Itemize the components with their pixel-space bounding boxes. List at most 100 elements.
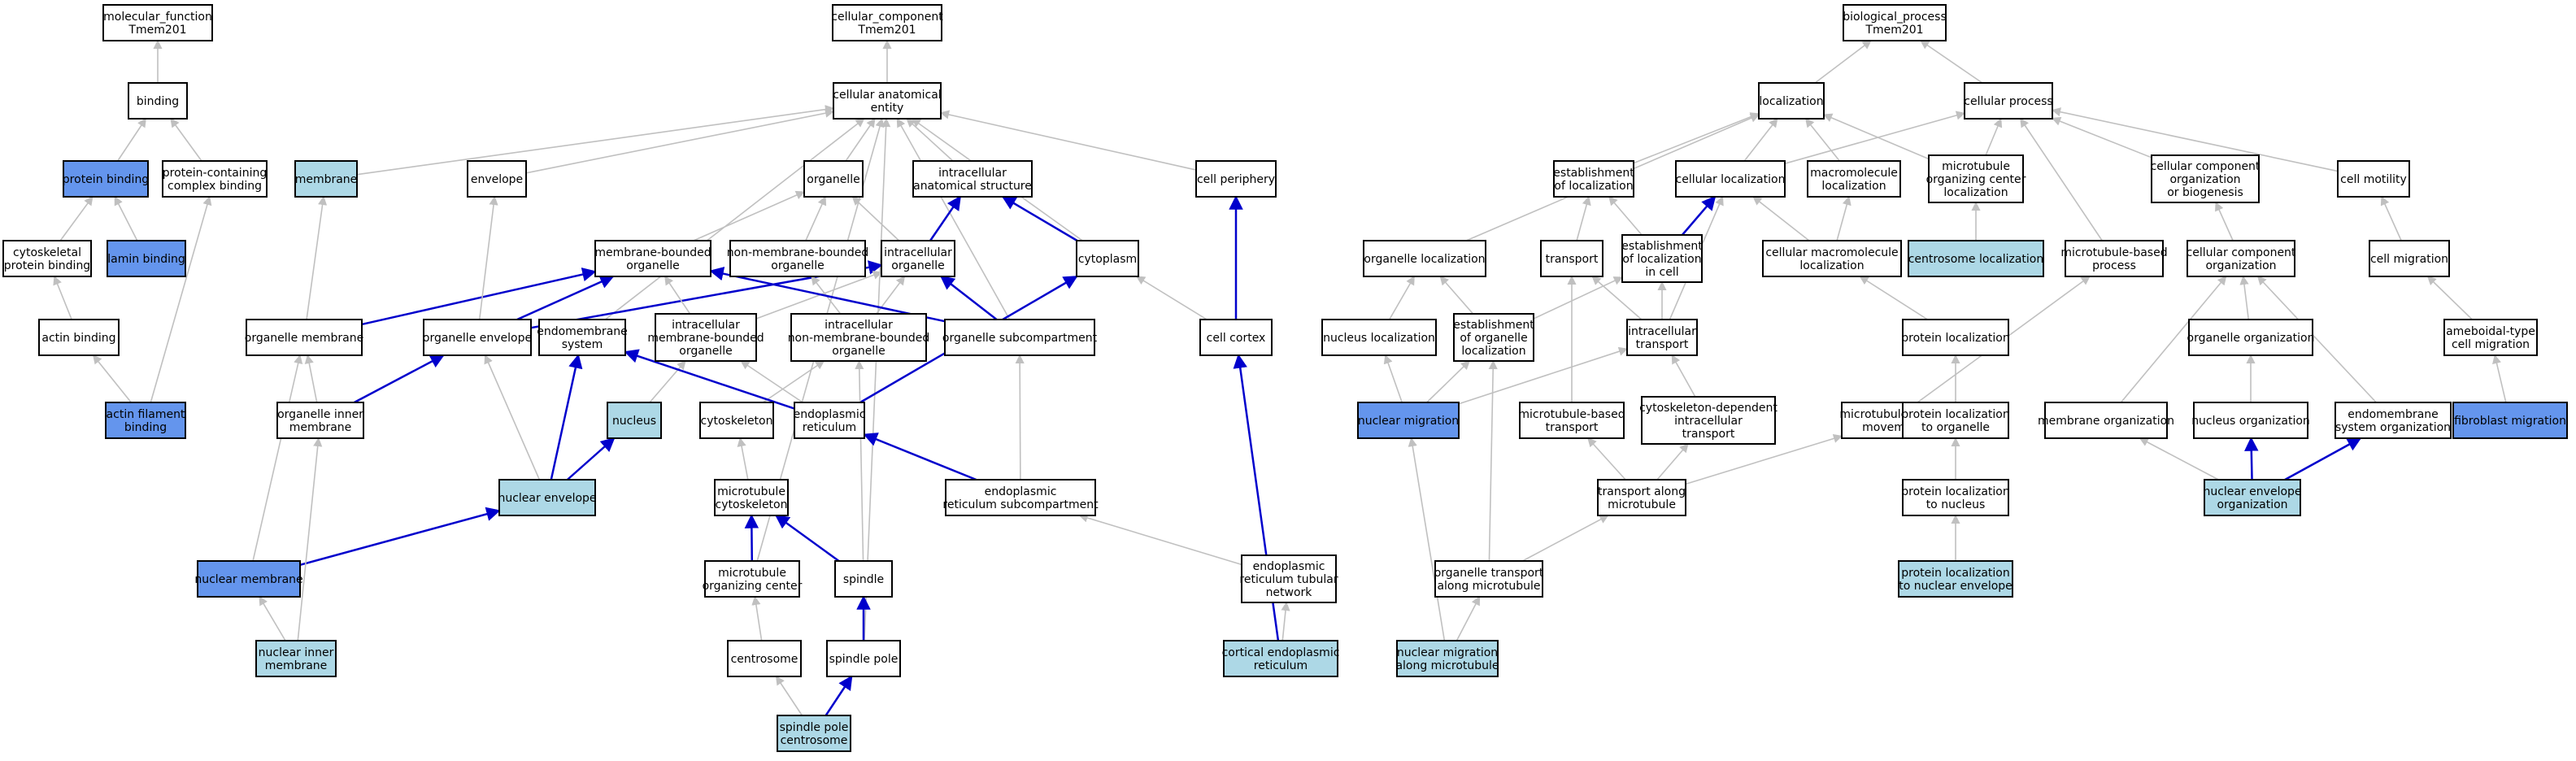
- node-nucleus-organization[interactable]: nucleus organization: [2191, 402, 2310, 439]
- node-label: ameboidal-type: [2446, 325, 2535, 338]
- node-organelle[interactable]: organelle: [803, 160, 864, 198]
- node-organelle-organization[interactable]: organelle organization: [2187, 319, 2315, 356]
- edge-organelle_envelope-to-membrane_bounded_organelle: [516, 275, 615, 321]
- node-nucleus-localization[interactable]: nucleus localization: [1321, 319, 1437, 356]
- node-label: membrane: [289, 421, 352, 434]
- node-intracellular-non-membrane-bounded-organelle[interactable]: intracellularnon-membrane-boundedorganel…: [788, 313, 930, 362]
- node-spindle-pole[interactable]: spindle pole: [826, 640, 901, 677]
- node-cytoplasm[interactable]: cytoplasm: [1076, 240, 1139, 277]
- node-box: [1199, 319, 1273, 356]
- node-label: protein localization: [1901, 332, 2009, 345]
- edge-protein_binding-to-binding: [117, 118, 146, 162]
- node-label: cytoskeleton-dependent: [1639, 402, 1778, 415]
- node-spindle[interactable]: spindle: [834, 560, 893, 598]
- node-cell-periphery[interactable]: cell periphery: [1195, 160, 1277, 198]
- node-label: spindle pole: [780, 721, 849, 734]
- node-centrosome-localization[interactable]: centrosome localization: [1908, 240, 2044, 277]
- node-cell-motility[interactable]: cell motility: [2337, 160, 2410, 198]
- node-binding[interactable]: binding: [128, 82, 188, 120]
- node-fibroblast-migration[interactable]: fibroblast migration: [2452, 402, 2568, 439]
- edge-establishment_of_localization-to-localization: [1633, 112, 1760, 164]
- node-nuclear-envelope[interactable]: nuclear envelope: [498, 479, 597, 516]
- node-nucleus[interactable]: nucleus: [607, 402, 662, 439]
- node-cell-cortex[interactable]: cell cortex: [1199, 319, 1273, 356]
- node-cell-migration[interactable]: cell migration: [2369, 240, 2450, 277]
- edge-transport_along_microtubule-to-microtubule_based_movement: [1685, 433, 1843, 485]
- node-label: microtubule: [718, 567, 786, 580]
- node-box: [246, 319, 363, 356]
- node-label: protein binding: [63, 173, 149, 186]
- node-membrane[interactable]: membrane: [294, 160, 358, 198]
- node-protein-binding[interactable]: protein binding: [63, 160, 149, 198]
- node-organelle-subcompartment[interactable]: organelle subcompartment: [942, 319, 1098, 356]
- node-nuclear-migration[interactable]: nuclear migration: [1357, 402, 1460, 439]
- node-box: [1762, 240, 1902, 277]
- edge-ameboidal_type_cell_migration-to-cell_migration: [2426, 276, 2473, 320]
- node-centrosome[interactable]: centrosome: [727, 640, 802, 677]
- node-transport[interactable]: transport: [1540, 240, 1603, 277]
- node-box: [162, 160, 268, 198]
- node-envelope[interactable]: envelope: [467, 160, 527, 198]
- node-label: organelle organization: [2187, 332, 2315, 345]
- node-actin-binding[interactable]: actin binding: [38, 319, 120, 356]
- node-membrane-organization[interactable]: membrane organization: [2038, 402, 2174, 439]
- node-lamin-binding[interactable]: lamin binding: [107, 240, 186, 277]
- edge-mtoc_localization-to-localization: [1822, 113, 1930, 160]
- node-cellular-localization[interactable]: cellular localization: [1675, 160, 1786, 198]
- node-box: [1453, 313, 1534, 362]
- node-localization[interactable]: localization: [1758, 82, 1825, 120]
- node-protein-localization[interactable]: protein localization: [1901, 319, 2010, 356]
- node-cytoskeleton[interactable]: cytoskeleton: [699, 402, 774, 439]
- edge-spindle_pole_centrosome-to-spindle_pole: [825, 675, 853, 716]
- node-organelle-envelope[interactable]: organelle envelope: [423, 319, 532, 356]
- node-cellular-process[interactable]: cellular process: [1964, 82, 2053, 120]
- node-label: reticulum: [1254, 659, 1308, 672]
- node-nuclear-membrane[interactable]: nuclear membrane: [194, 560, 303, 598]
- node-cytoskeleton-dependent-intracellular-transport[interactable]: cytoskeleton-dependentintracellulartrans…: [1639, 396, 1778, 445]
- node-organelle-membrane[interactable]: organelle membrane: [245, 319, 363, 356]
- node-organelle-localization[interactable]: organelle localization: [1363, 240, 1486, 277]
